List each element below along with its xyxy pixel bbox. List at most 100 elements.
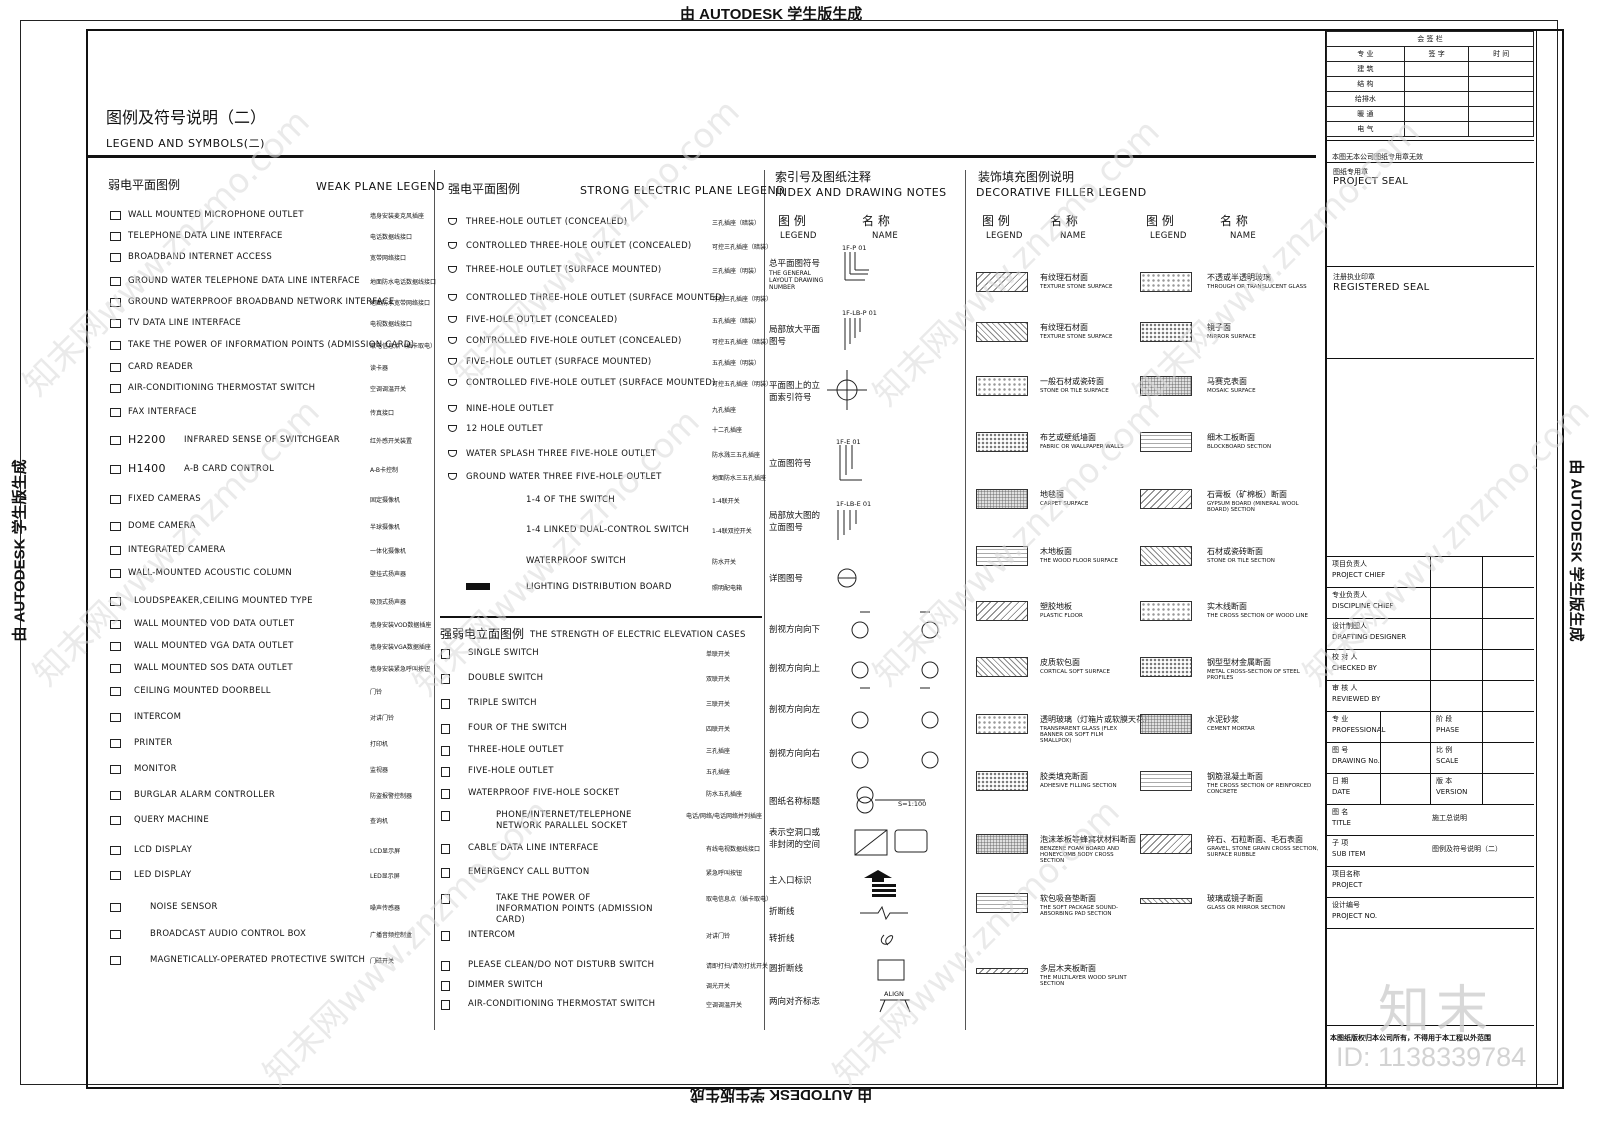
index-item-label: 表示空洞口或非封闭的空间 [769, 828, 821, 850]
filler-swatch [976, 714, 1028, 734]
tb-vline [1482, 711, 1483, 804]
sheet-outer-border [20, 20, 1558, 1085]
strong-item-label: WATER SPLASH THREE FIVE-HOLE OUTLET [466, 449, 657, 459]
strong-item-label-zh: 1-4联双控开关 [712, 528, 752, 535]
elevation-symbol-icon [441, 724, 450, 734]
weak-item-code: H2200 [128, 433, 166, 446]
weak-symbol-icon [110, 298, 121, 307]
index-code-lbe: 1F-LB-E 01 [836, 500, 872, 508]
tb-person-role-zh: 设计制图人 [1332, 622, 1367, 630]
outlet-symbol-icon [448, 242, 457, 249]
strong-item-label: CONTROLLED FIVE-HOLE OUTLET (SURFACE MOU… [466, 378, 716, 388]
filler-swatch [976, 601, 1028, 621]
elevation-symbol-icon [441, 868, 450, 878]
filler-swatch [1140, 376, 1192, 396]
outlet-symbol-icon [448, 316, 457, 323]
filler-item-label-en: GRAVEL, STONE GRAIN CROSS SECTION, SURFA… [1207, 846, 1319, 858]
strong-item-label-zh: 地面防水三五孔插座 [712, 475, 767, 482]
outlet-symbol-icon [448, 405, 457, 412]
weak-item-label-zh: 广播音频控制盒 [370, 932, 413, 939]
weak-item-label-zh: 墙身安装紧急呼叫按钮 [370, 666, 431, 673]
filler-swatch [976, 968, 1028, 974]
index-code-lbp: 1F-LB-P 01 [842, 309, 877, 317]
weak-item-label-zh: 半球摄像机 [370, 524, 401, 531]
index-item-label: 主入口标识 [769, 876, 812, 886]
filler-item-label-en: GLASS OR MIRROR SECTION [1207, 905, 1285, 911]
filler-item-label-en: CARPET SURFACE [1040, 501, 1089, 507]
weak-item-label: WALL MOUNTED MICROPHONE OUTLET [128, 210, 304, 220]
tb-pair-zh: 图 号 [1332, 746, 1349, 754]
weak-item-label-zh: 地面防水宽带网络接口 [370, 300, 431, 307]
elevation-item-label-zh: 双联开关 [706, 676, 731, 683]
filler-title-en: DECORATIVE FILLER LEGEND [976, 186, 1147, 199]
sheet-title-en: LEGEND AND SYMBOLS(二) [106, 137, 265, 150]
weak-symbol-icon [110, 620, 121, 629]
elevation-legend-title-zh: 强弱电立面图例 [440, 627, 525, 641]
signoff-header: 会 签 栏 [1326, 31, 1534, 47]
tb-person-role-zh: 专业负责人 [1332, 591, 1367, 599]
weak-symbol-icon [110, 597, 121, 606]
autodesk-stamp-top: 由 AUTODESK 学生版生成 [680, 6, 863, 23]
weak-item-label-zh: 门铃 [370, 689, 383, 696]
strong-item-label: LIGHTING DISTRIBUTION BOARD [526, 582, 672, 592]
weak-item-code: H1400 [128, 462, 166, 475]
tb-pair-en: PROFESSIONAL [1332, 726, 1386, 734]
weak-item-label: LED DISPLAY [134, 870, 192, 880]
weak-item-label-zh: LED显示屏 [370, 873, 400, 880]
filler-title-zh: 装饰填充图例说明 [978, 170, 1075, 184]
elevation-symbol-icon [441, 844, 450, 854]
watermark-logo: 知末 [1378, 981, 1495, 1041]
weak-item-label-zh: 查询机 [370, 818, 389, 825]
weak-symbol-icon [110, 642, 121, 651]
weak-symbol-icon [110, 569, 121, 578]
index-item-label: 剖视方向向上 [769, 664, 821, 674]
filler-col-legend-en-2: LEGEND [1150, 231, 1187, 241]
elevation-symbol-icon [441, 789, 450, 799]
tb-rule [1326, 835, 1534, 836]
filler-item-label-zh: 多层木夹板断面 [1040, 964, 1096, 973]
tb-pair-zh: 比 例 [1436, 746, 1453, 754]
filler-item-label-en: THE WOOD FLOOR SURFACE [1040, 558, 1119, 564]
tb-vline [1430, 711, 1431, 804]
weak-symbol-icon [110, 903, 121, 912]
weak-item-label-zh: 取电信息点（插卡取电） [370, 343, 437, 350]
tb-person-role-zh: 审 核 人 [1332, 684, 1358, 692]
elevation-item-label-zh: 有线电视数据线接口 [706, 846, 761, 853]
index-col-legend-zh: 图 例 [778, 214, 806, 228]
signoff-row: 结 构 [1326, 76, 1405, 92]
weak-symbol-icon [110, 713, 121, 722]
strong-item-label: FIVE-HOLE OUTLET (SURFACE MOUNTED) [466, 357, 652, 367]
weak-symbol-icon [110, 930, 121, 939]
filler-item-label-en: THE CROSS SECTION OF WOOD LINE [1207, 613, 1309, 619]
elevation-item-label-zh: 取电信息点（插卡取电） [706, 896, 773, 903]
filler-swatch [976, 893, 1028, 913]
tb-field-en: PROJECT [1332, 881, 1363, 889]
weak-symbol-icon [110, 465, 121, 474]
weak-item-label: GROUND WATERPROOF BROADBAND NETWORK INTE… [128, 297, 395, 307]
strong-item-label-zh: 可控三孔插座（明装） [712, 296, 773, 303]
filler-swatch [1140, 601, 1192, 621]
weak-item-label-zh: 墙身安装VOD数据插座 [370, 622, 432, 629]
filler-item-label-en: PLASTIC FLOOR [1040, 613, 1083, 619]
weak-item-label: MAGNETICALLY-OPERATED PROTECTIVE SWITCH [150, 955, 366, 965]
filler-swatch [976, 771, 1028, 791]
elevation-item-label: FIVE-HOLE OUTLET [468, 766, 554, 776]
filler-item-label-zh: 木地板面 [1040, 547, 1072, 556]
filler-swatch [976, 272, 1028, 292]
tb-vline [1430, 556, 1431, 711]
filler-col-name-zh-2: 名 称 [1220, 214, 1248, 228]
strong-item-label-zh: 可控五孔插座（明装） [712, 381, 773, 388]
tb-person-role-en: DRAFTING DESIGNER [1332, 633, 1407, 641]
index-item-label: 剖视方向向左 [769, 705, 821, 715]
elevation-item-label-zh: 请即打扫/请勿打扰开关 [706, 963, 769, 970]
title-rule [88, 155, 1316, 158]
tb-rule-2 [1326, 162, 1534, 163]
filler-item-label-en: TEXTURE STONE SURFACE [1040, 334, 1113, 340]
weak-symbol-icon [110, 495, 121, 504]
registered-seal-zh: 注册执业印章 [1333, 273, 1375, 281]
filler-col-legend-zh-2: 图 例 [1146, 214, 1174, 228]
filler-item-label-en: THE SOFT PACKAGE SOUND-ABSORBING PAD SEC… [1040, 905, 1119, 917]
elevation-symbol-icon [441, 981, 450, 991]
project-seal-label: PROJECT SEAL [1333, 176, 1409, 187]
weak-item-label: NOISE SENSOR [150, 902, 218, 912]
